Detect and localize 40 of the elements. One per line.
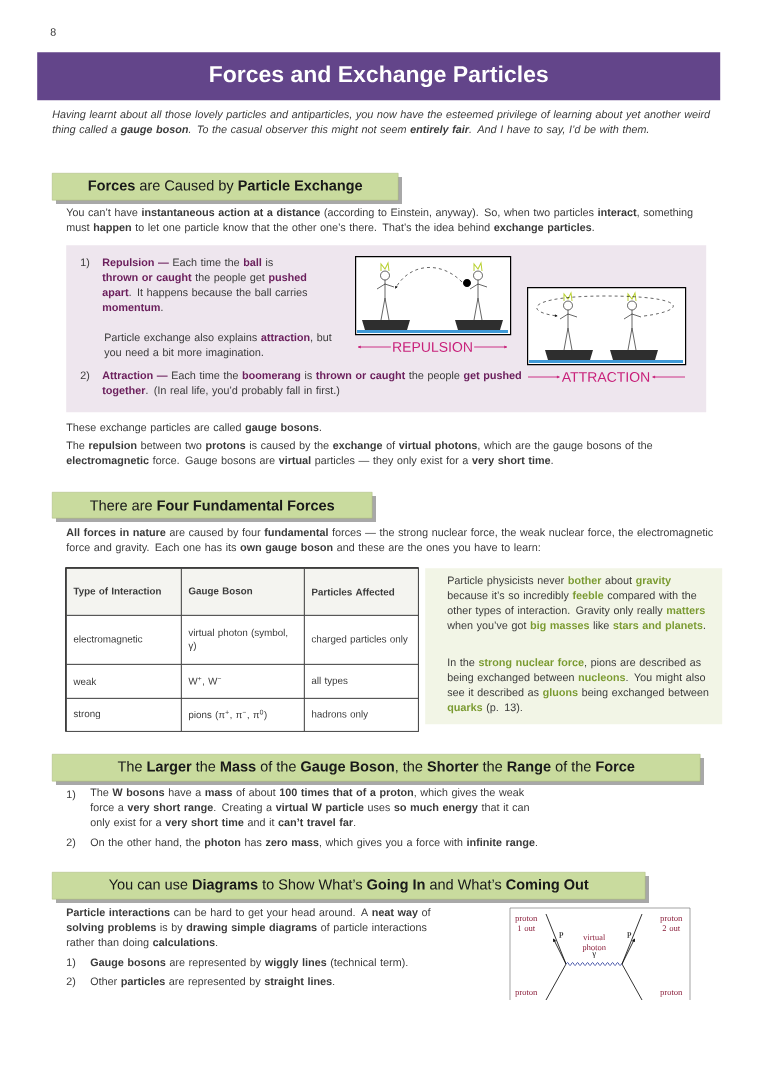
table-cell: virtual photon (symbol, γ) (181, 615, 305, 665)
list-number: 2) (66, 838, 76, 849)
table-cell: pions (π$^{+}$, π$^{−}$, π$^{0}$) (181, 698, 305, 732)
paragraph: All forces in nature are caused by four fundamental forces — the strong nuclear force, the weak nuclear force, the electromagnetic force and gravity. Each one has its own gauge boson and these are the ones you have to learn: (66, 528, 713, 554)
section-heading: The Larger the Mass of the Gauge Boson, the Shorter the Range of the Force (52, 754, 704, 785)
table-cell: strong (66, 698, 182, 732)
diagram-label: proton (660, 990, 683, 997)
table-cell: W$^{+}$, W$^{−}$ (181, 664, 305, 699)
particle-label: γ (592, 952, 596, 958)
diagram-label: proton (515, 990, 538, 997)
table-cell: all types (304, 664, 419, 699)
picture-label: ATTRACTION (561, 372, 650, 382)
paragraph: Having learnt about all those lovely particles and antiparticles, you now have the esteemed privilege of learning about yet another weird thing called a gauge boson. To the casual observer this might not seem entirely fair. And I have to say, I’d be with them. (52, 110, 711, 136)
particle-label: P (559, 932, 564, 938)
diagram-label: proton 1 out (515, 916, 538, 932)
section-heading: Forces are Caused by Particle Exchange (52, 173, 402, 204)
paragraph: You can’t have instantaneous action at a distance (according to Einstein, anyway). So, when two particles interact, something must happen to let one particle know that the other one’s there. That’s the idea behind exchange particles. (66, 208, 693, 234)
section-heading: There are Four Fundamental Forces (52, 492, 376, 522)
paragraph: Other particles are represented by straight lines. (90, 977, 335, 988)
table-cell: weak (66, 664, 182, 699)
table-cell: Particles Affected (304, 568, 419, 616)
paragraph: On the other hand, the photon has zero mass, which gives you a force with infinite range. (90, 838, 537, 849)
section-heading: You can use Diagrams to Show What’s Going In and What’s Coming Out (52, 872, 649, 903)
table-cell: hadrons only (304, 698, 419, 732)
table-cell: Gauge Boson (181, 568, 305, 616)
table-cell: electromagnetic (66, 615, 182, 665)
particle-label: P (627, 932, 632, 938)
picture-label: REPULSION (393, 342, 472, 352)
diagram-label: virtual photon (582, 934, 606, 952)
title-banner: Forces and Exchange Particles (37, 52, 721, 101)
list-number: 2) (66, 977, 76, 988)
page-number: 8 (50, 28, 56, 36)
diagram-label: proton 2 out (660, 916, 683, 932)
table-cell: charged particles only (304, 615, 419, 665)
paragraph: The repulsion between two protons is caused by the exchange of virtual photons, which are the gauge bosons of the electromagnetic force. Gauge bosons are virtual particles — they only exist for a very short time. (66, 441, 653, 467)
list-number: 1) (67, 958, 76, 969)
paragraph: Gauge bosons are represented by wiggly lines (technical term). (90, 958, 408, 969)
note-box: Particle physicists never bother about gravity because it’s so incredibly feeble compared with the other types of interaction. Gravity only really matters when you’ve got big masses like stars and planets. In the strong nuclear force, pions are described as being exchanged between nucleons. You might also see it described as gluons being exchanged between quarks (p. 13). (425, 568, 723, 725)
paragraph: These exchange particles are called gauge bosons. (66, 423, 321, 434)
table-cell: Type of Interaction (66, 568, 182, 616)
